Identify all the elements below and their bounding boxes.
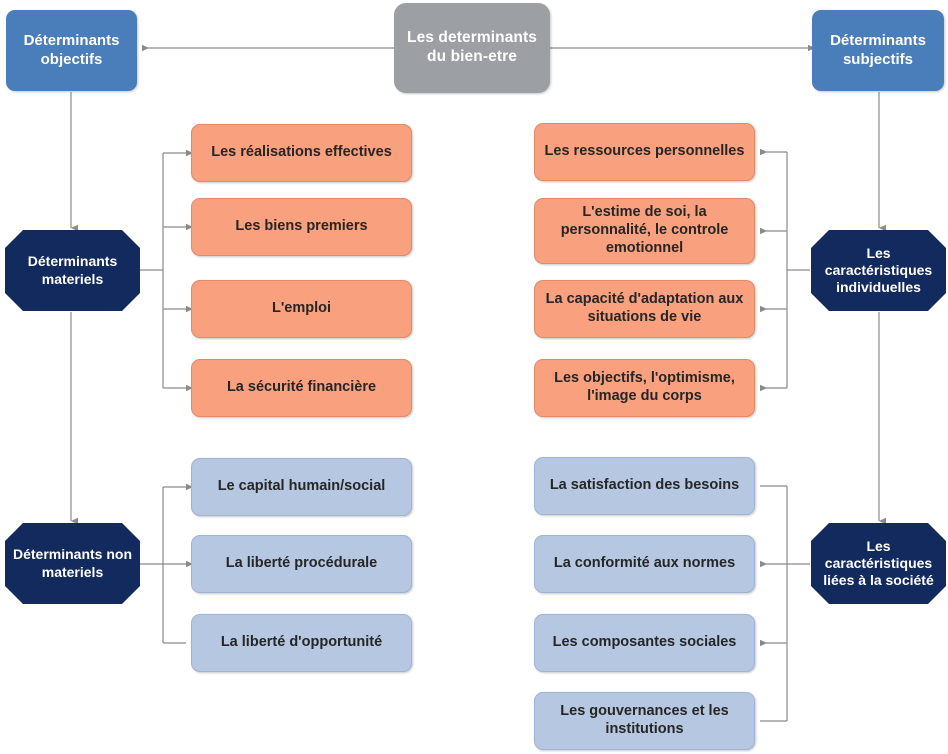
item-card[interactable]: Les biens premiers xyxy=(191,198,412,256)
item-card[interactable]: Les objectifs, l'optimisme,l'image du co… xyxy=(534,359,755,417)
item-card[interactable]: Les ressources personnelles xyxy=(534,123,755,181)
item-label: Les biens premiers xyxy=(235,218,368,235)
item-card[interactable]: Les réalisations effectives xyxy=(191,124,412,182)
item-label: Le capital humain/social xyxy=(217,478,386,495)
item-label: La liberté procédurale xyxy=(225,555,378,572)
item-card[interactable]: Les composantes sociales xyxy=(534,614,755,672)
item-label: La conformité aux normes xyxy=(553,555,736,572)
item-card[interactable]: L'emploi xyxy=(191,280,412,338)
item-card[interactable]: Le capital humain/social xyxy=(191,458,412,516)
item-card[interactable]: La sécurité financière xyxy=(191,359,412,417)
item-label: La satisfaction des besoins xyxy=(549,477,740,494)
item-card[interactable]: La conformité aux normes xyxy=(534,535,755,593)
item-label: La liberté d'opportunité xyxy=(220,634,383,651)
item-card[interactable]: La satisfaction des besoins xyxy=(534,457,755,515)
item-label: L'emploi xyxy=(271,300,332,317)
item-label: Les réalisations effectives xyxy=(211,144,392,161)
item-label: Les composantes sociales xyxy=(552,634,737,651)
item-label: Les ressources personnelles xyxy=(544,143,745,160)
item-label: La sécurité financière xyxy=(226,379,377,396)
item-card[interactable]: La liberté d'opportunité xyxy=(191,614,412,672)
item-card[interactable]: La liberté procédurale xyxy=(191,535,412,593)
item-label: Les objectifs, l'optimisme,l'image du co… xyxy=(554,370,735,404)
